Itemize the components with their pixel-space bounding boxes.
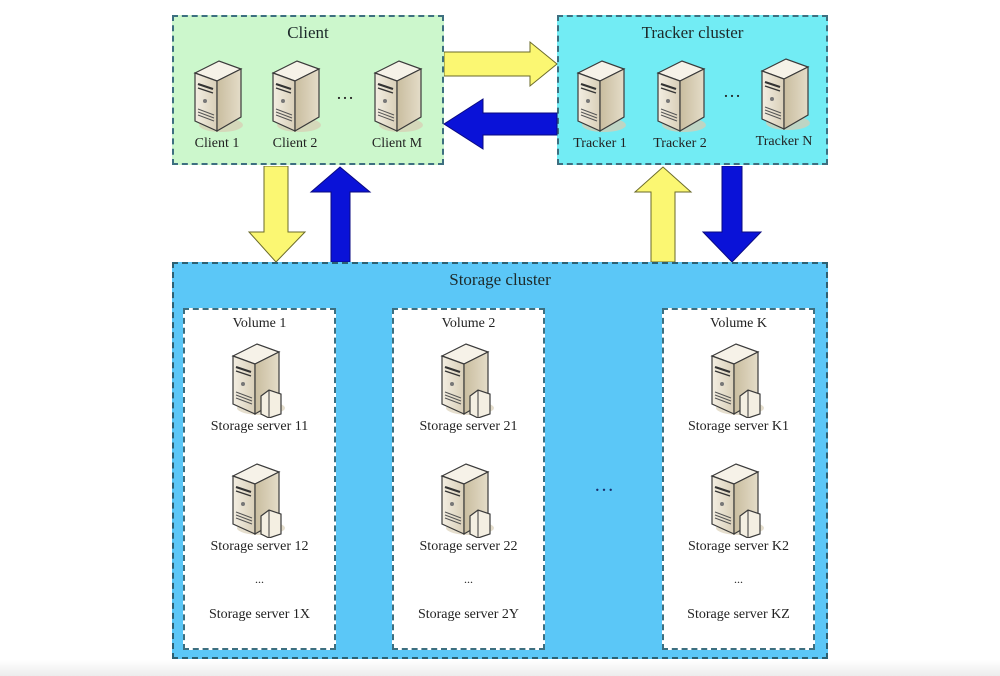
volume-group: Volume 1 Storage server 11 Storage serve…	[183, 308, 336, 650]
volume-group: Volume 2 Storage server 21 Storage serve…	[392, 308, 545, 650]
storage-server-ellipsis: ...	[464, 572, 473, 586]
client-group: Client Client 1 Client 2 … Client M	[172, 15, 444, 165]
server-tower-icon	[570, 55, 630, 135]
storage-server-icon	[225, 338, 295, 418]
client-node-label: Client 1	[194, 136, 240, 151]
tracker-node: Tracker N	[739, 53, 829, 150]
client-title: Client	[287, 23, 329, 42]
storage-server-label: Storage server 12	[210, 539, 309, 554]
storage-server-label: Storage server KZ	[687, 607, 790, 622]
page-bottom-shade	[0, 660, 1000, 676]
server-tower-icon	[650, 55, 710, 135]
storage-server-label: Storage server 11	[210, 419, 309, 434]
storage-to-client-arrow	[309, 166, 372, 263]
tracker-cluster-title: Tracker cluster	[641, 23, 744, 42]
storage-server-icon	[704, 338, 774, 418]
tracker-node: Tracker 1	[555, 55, 645, 152]
tracker-node-label: Tracker 1	[573, 136, 627, 151]
storage-server-icon	[704, 458, 774, 538]
client-node: Client 1	[172, 55, 262, 152]
storage-server-ellipsis: ...	[734, 572, 743, 586]
tracker-ellipsis: …	[723, 81, 743, 101]
client-node: Client 2	[250, 55, 340, 152]
storage-server-icon	[434, 458, 504, 538]
storage-server-label: Storage server 2Y	[417, 607, 520, 622]
storage-server-label: Storage server 21	[419, 419, 518, 434]
server-tower-icon	[265, 55, 325, 135]
volume-group: Volume K Storage server K1 Storage serve…	[662, 308, 815, 650]
volumes-ellipsis: …	[594, 474, 616, 496]
client-ellipsis: …	[336, 83, 356, 103]
storage-cluster-title: Storage cluster	[449, 270, 551, 289]
storage-server-label: Storage server 22	[419, 539, 518, 554]
storage-cluster-group: Storage cluster Volume 1 Storage server …	[172, 262, 828, 659]
storage-server: Storage server K1	[664, 338, 813, 435]
tracker-to-storage-arrow	[701, 166, 763, 263]
server-tower-icon	[754, 53, 814, 133]
tracker-node: Tracker 2	[635, 55, 725, 152]
tracker-to-client-arrow	[443, 98, 558, 150]
storage-server: Storage server 12	[185, 458, 334, 555]
storage-server-ellipsis: ...	[255, 572, 264, 586]
storage-to-tracker-arrow	[633, 166, 693, 263]
storage-server: Storage server 21	[394, 338, 543, 435]
storage-server-label: Storage server 1X	[208, 607, 311, 622]
tracker-node-label: Tracker 2	[653, 136, 707, 151]
storage-server-label: Storage server K1	[687, 419, 790, 434]
storage-server-label: Storage server K2	[687, 539, 790, 554]
storage-server: Storage server 22	[394, 458, 543, 555]
storage-server-icon	[434, 338, 504, 418]
client-node: Client M	[352, 55, 442, 152]
server-tower-icon	[367, 55, 427, 135]
server-tower-icon	[187, 55, 247, 135]
tracker-node-label: Tracker N	[755, 134, 813, 149]
client-to-storage-arrow	[247, 166, 307, 263]
tracker-cluster-group: Tracker cluster Tracker 1 Tracker 2 … Tr…	[557, 15, 828, 165]
client-node-label: Client M	[371, 136, 423, 151]
client-node-label: Client 2	[272, 136, 318, 151]
storage-server: Storage server 11	[185, 338, 334, 435]
volume-title: Volume K	[710, 316, 767, 331]
volume-title: Volume 1	[232, 316, 287, 331]
volume-title: Volume 2	[441, 316, 496, 331]
client-to-tracker-arrow	[444, 40, 558, 88]
storage-server: Storage server K2	[664, 458, 813, 555]
storage-server-icon	[225, 458, 295, 538]
